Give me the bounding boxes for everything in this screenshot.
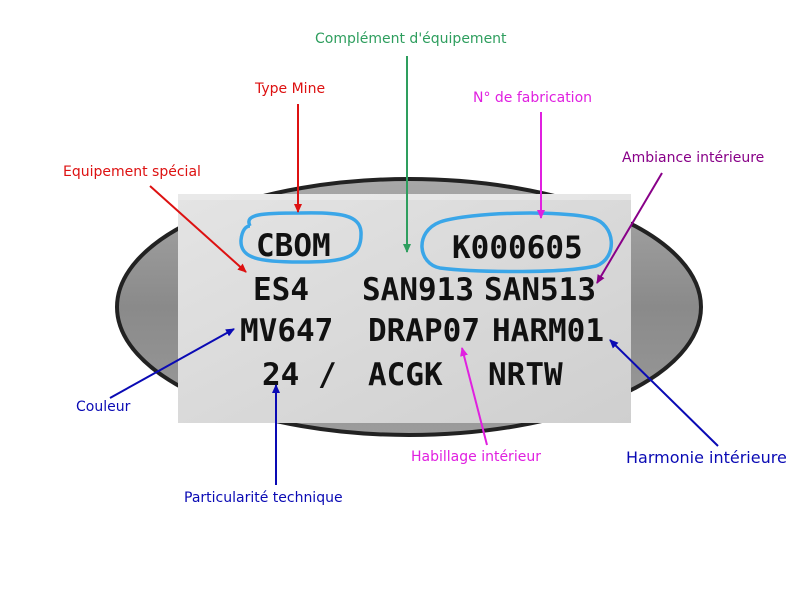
type-mine-highlight-loop — [239, 211, 363, 264]
annotation-arrows — [109, 56, 719, 485]
arrow-habillage — [460, 347, 488, 446]
plate — [115, 177, 703, 437]
code-couleur: MV647 — [240, 313, 333, 349]
arrow-equipement-special — [149, 185, 247, 273]
label-complement: Complément d'équipement — [315, 31, 507, 47]
code-complement-2: SAN513 — [484, 272, 596, 308]
label-fabrication: N° de fabrication — [473, 90, 593, 106]
label-particularite: Particularité technique — [184, 490, 343, 506]
arrow-harmonie — [609, 339, 719, 447]
label-equipement-special: Equipement spécial — [63, 164, 201, 180]
code-complement-1: SAN913 — [362, 272, 474, 308]
label-harmonie: Harmonie intérieure — [626, 448, 787, 467]
arrow-couleur — [109, 328, 235, 399]
code-acgk: ACGK — [368, 357, 443, 393]
code-nrtw: NRTW — [488, 357, 563, 393]
code-harmonie: HARM01 — [492, 313, 604, 349]
label-couleur: Couleur — [76, 399, 131, 415]
code-habillage: DRAP07 — [368, 313, 480, 349]
label-habillage: Habillage intérieur — [411, 449, 541, 465]
label-type-mine: Type Mine — [255, 81, 326, 97]
code-type-mine: CBOM — [256, 228, 331, 264]
code-particularite: 24 / — [262, 357, 337, 393]
plate-codes: CBOM K000605 ES4 SAN913 SAN513 MV647 DRA… — [240, 228, 604, 393]
label-ambiance: Ambiance intérieure — [622, 150, 765, 166]
code-serial: K000605 — [452, 230, 583, 266]
plate-face — [178, 194, 631, 423]
serial-highlight-loop — [420, 211, 613, 274]
arrow-ambiance — [596, 172, 663, 284]
code-equipement-special: ES4 — [253, 272, 309, 308]
plate-face-highlight — [178, 194, 631, 200]
